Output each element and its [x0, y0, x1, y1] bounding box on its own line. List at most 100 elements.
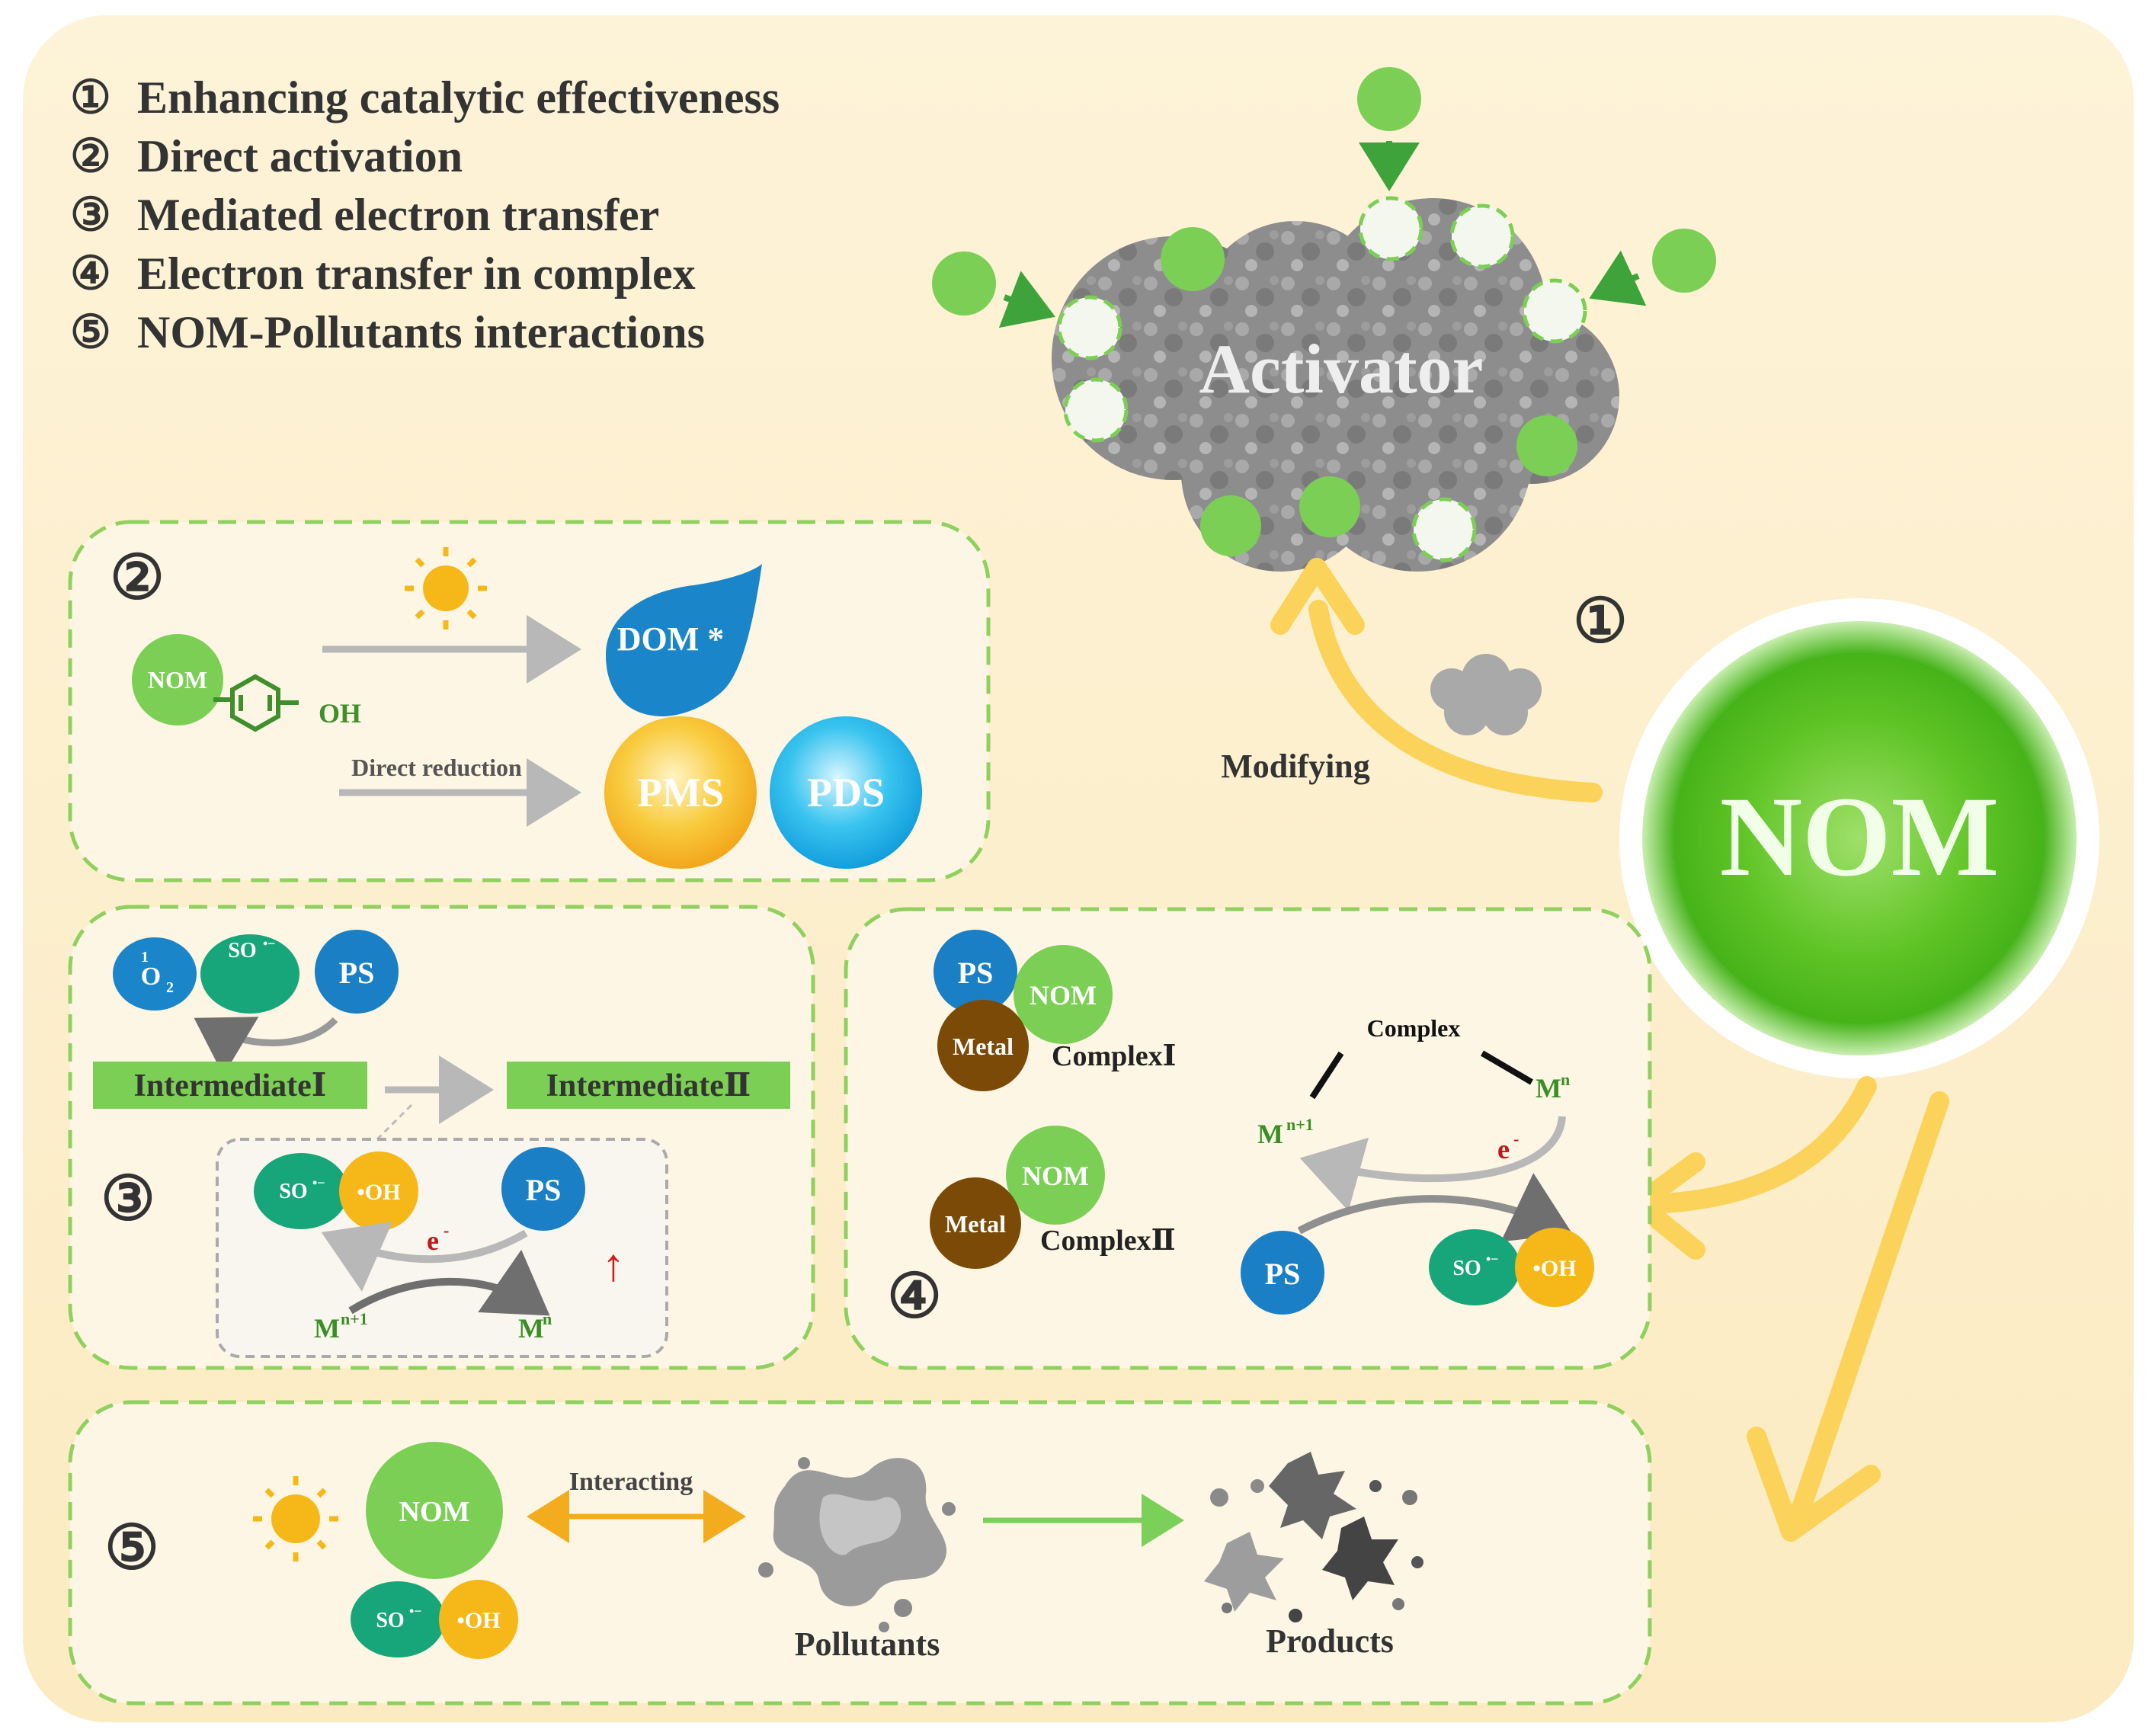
panel4-metal2-label: Metal [945, 1210, 1006, 1238]
nom-main-group: NOM [1619, 598, 2099, 1078]
legend-number-4: ④ [70, 248, 111, 299]
panel-4-complex-transfer: ④ PS NOM Metal ComplexⅠ NOM Metal Comple… [844, 907, 1652, 1370]
panel4-nom-label: NOM [1030, 980, 1097, 1011]
dom-excited-label: DOM * [617, 620, 725, 658]
m-red-sup: n [543, 1309, 552, 1328]
empty-site [1057, 295, 1122, 360]
pds-ball [770, 716, 922, 869]
activator-label: Activator [1199, 330, 1484, 408]
panel4-m-red-sup: n [1561, 1070, 1570, 1089]
ps-label: PS [339, 956, 375, 990]
bond-line [1309, 1051, 1344, 1100]
panel-3-mediated-transfer: ③ 1 O 2 SO •− PS IntermediateⅠ Intermedi… [68, 905, 815, 1370]
adsorb-arrow [998, 271, 1055, 328]
singlet-oxygen-ball [113, 937, 197, 1011]
legend-number-3: ③ [70, 190, 111, 240]
singlet-sub: 2 [166, 979, 174, 996]
panel4-electron-sup: - [1513, 1129, 1519, 1148]
panel4-m-ox-sup: n+1 [1286, 1115, 1314, 1134]
direct-reduction-label: Direct reduction [351, 754, 522, 781]
activator-group: Activator [932, 67, 1716, 572]
panel4-oh-label: •OH [1532, 1256, 1576, 1281]
modifying-label: Modifying [1221, 748, 1370, 785]
legend-number-2: ② [70, 131, 111, 181]
complex1-label: ComplexⅠ [1052, 1040, 1176, 1072]
panel5-nom-label: NOM [399, 1496, 470, 1528]
sulfate-radical-ball [1429, 1229, 1520, 1305]
arrow-to-panel5 [1789, 1091, 1949, 1526]
pms-label: PMS [637, 770, 724, 815]
nom-main-ball [1642, 621, 2077, 1055]
modifying-arrow-head [1270, 558, 1365, 635]
up-arrow-indicator: ↑ [602, 1240, 625, 1290]
sulfate-radical-ball [254, 1153, 348, 1229]
oh-inner-label: •OH [357, 1180, 400, 1205]
ps-ball [501, 1147, 585, 1231]
legend-text-4: Electron transfer in complex [137, 248, 696, 299]
incoming-nom-ball [932, 251, 996, 315]
pds-label: PDS [807, 770, 885, 815]
sulfate-radical-ball [200, 934, 299, 1014]
modifying-arrow [1308, 600, 1603, 802]
nom-site-ball [1161, 227, 1225, 291]
nom-ball [1006, 1126, 1105, 1225]
panel4-metal-label: Metal [953, 1033, 1014, 1060]
electron-arrow [321, 1222, 528, 1292]
complex2-label: ComplexⅡ [1040, 1225, 1176, 1257]
so4-label: SO [228, 939, 256, 962]
panel5-oh-label: •OH [456, 1608, 500, 1633]
panel4-so4-label: SO [1452, 1257, 1481, 1280]
small-cloud [1430, 654, 1542, 735]
electron-sup: - [444, 1221, 449, 1240]
pathway1-number: ① [1573, 588, 1628, 655]
legend-number-1: ① [70, 72, 111, 123]
singlet-pre: 1 [141, 949, 149, 966]
so4-inner-label: SO [279, 1180, 307, 1203]
products-fragments-icon [1204, 1452, 1423, 1622]
singlet-main: O [141, 962, 161, 991]
interacting-label: Interacting [569, 1468, 693, 1496]
panel5-number: ⑤ [104, 1515, 159, 1582]
m-ox-sup: n+1 [341, 1309, 368, 1328]
legend-text-5: NOM-Pollutants interactions [137, 307, 705, 357]
arrow-to-panel4 [1640, 1076, 1877, 1214]
legend-text-3: Mediated electron transfer [137, 190, 659, 240]
panel2-number: ② [110, 545, 165, 612]
intermediate-1-box [93, 1062, 367, 1109]
legend-text-2: Direct activation [137, 131, 463, 181]
panel5-so4-label: SO [376, 1609, 404, 1632]
nom-main-label: NOM [1720, 774, 2000, 900]
conversion-arrow [194, 1017, 338, 1076]
nom-site-ball [1516, 415, 1577, 476]
panel2-nom-label: NOM [148, 666, 207, 693]
so4-sup: •− [263, 936, 276, 951]
empty-site [1522, 278, 1587, 344]
m-ox-label: M [314, 1313, 340, 1344]
intermediate-1-label: IntermediateⅠ [134, 1068, 327, 1103]
panel4-nom2-label: NOM [1022, 1161, 1089, 1191]
panel4-so4-sup: •− [1486, 1251, 1499, 1267]
ps-ball [315, 930, 399, 1014]
sun-icon [405, 547, 487, 629]
empty-site [1358, 196, 1423, 261]
pollutants-label: Pollutants [795, 1625, 940, 1663]
metal-ball [937, 1000, 1029, 1091]
metal-ball [930, 1177, 1021, 1269]
electron-label: e [427, 1225, 439, 1256]
empty-site [1449, 203, 1515, 269]
metal-reduction-arrow [348, 1249, 550, 1316]
incoming-nom-ball [1357, 67, 1421, 131]
nom-ball [1014, 945, 1113, 1044]
panel4-electron-label: e [1497, 1134, 1510, 1164]
ps-ball [1241, 1231, 1324, 1315]
incoming-nom-ball [1652, 229, 1716, 293]
ps-ball [933, 930, 1017, 1014]
dom-excited-drop [606, 564, 762, 716]
intermediate-2-box [507, 1062, 790, 1109]
panel3-number: ③ [101, 1166, 155, 1233]
panel5-so4-sup: •− [409, 1603, 422, 1619]
panel4-m-ox-label: M [1257, 1119, 1283, 1149]
hydroxyl-radical-ball [339, 1151, 418, 1231]
bond-line [1480, 1050, 1534, 1085]
panel-5-nom-pollutants: ⑤ NOM SO •− •OH Interacting Pollutants [68, 1400, 1652, 1706]
